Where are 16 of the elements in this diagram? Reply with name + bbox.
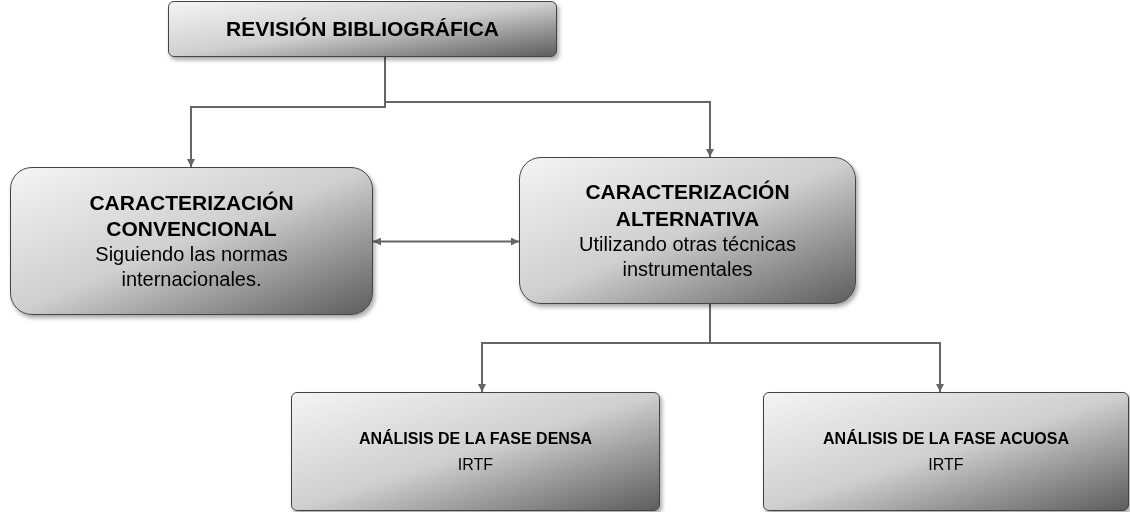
arrow bbox=[709, 303, 944, 393]
box-heading: CARACTERIZACIÓN CONVENCIONAL bbox=[88, 189, 295, 242]
box-heading: REVISIÓN BIBLIOGRÁFICA bbox=[226, 16, 499, 43]
box-heading: ANÁLISIS DE LA FASE ACUOSA bbox=[823, 428, 1069, 449]
box-text: IRTF bbox=[928, 454, 964, 475]
process-box bbox=[763, 392, 1129, 511]
process-box bbox=[291, 392, 660, 511]
box-text: IRTF bbox=[457, 454, 494, 475]
box-text: Siguiendo las normas internacionales. bbox=[94, 242, 289, 293]
process-box bbox=[519, 157, 856, 304]
arrow bbox=[372, 237, 520, 246]
box-heading: ANÁLISIS DE LA FASE DENSA bbox=[358, 428, 593, 449]
process-box bbox=[168, 1, 557, 57]
process-box bbox=[10, 167, 373, 315]
box-text: Utilizando otras técnicas instrumentales bbox=[578, 231, 797, 282]
box-heading: CARACTERIZACIÓN ALTERNATIVA bbox=[584, 179, 791, 232]
